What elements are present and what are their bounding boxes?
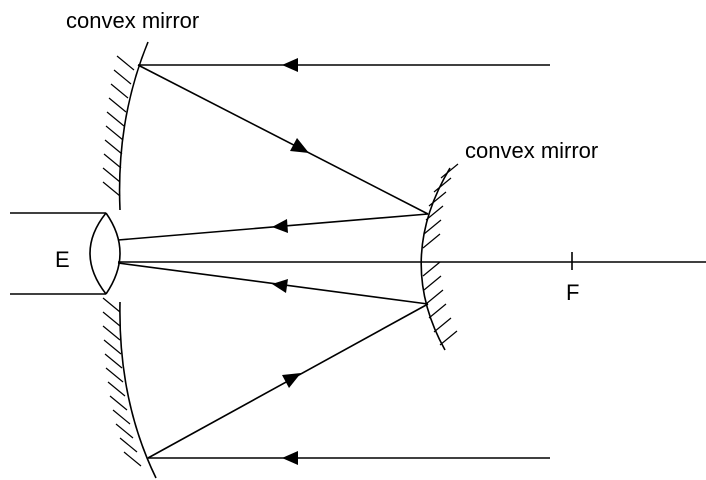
eye-assembly <box>10 212 121 295</box>
eye-label: E <box>55 247 70 272</box>
arrow-bottom-incoming <box>282 451 298 465</box>
top-left-mirror <box>102 41 149 211</box>
arrow-bottom-reflected <box>282 373 301 388</box>
bottom-left-mirror <box>102 297 157 479</box>
top-mirror-label: convex mirror <box>66 8 199 33</box>
right-convex-mirror <box>420 163 459 351</box>
arrow-top-reflected <box>290 138 309 153</box>
arrow-upper-to-eye <box>272 219 288 233</box>
arrow-lower-to-eye <box>272 279 288 293</box>
focus-label: F <box>566 280 579 305</box>
ray-arrowheads <box>272 58 309 465</box>
arrow-top-incoming <box>282 58 298 72</box>
right-mirror-label: convex mirror <box>465 138 598 163</box>
lower-ray <box>117 262 550 459</box>
